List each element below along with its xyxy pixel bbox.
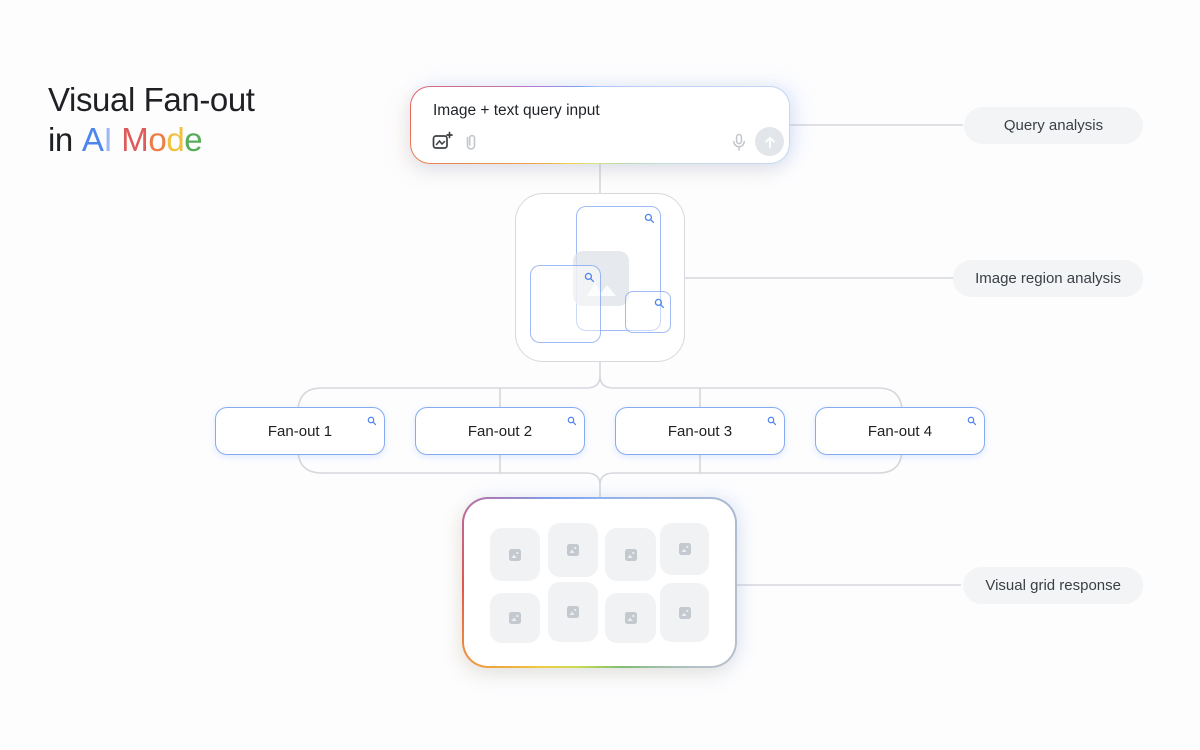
brand-letter: A [81,121,104,158]
annotation-label: Image region analysis [975,270,1121,287]
fanout-node-3: Fan-out 3 [615,407,785,455]
grid-tile [660,583,709,642]
annotation-query-analysis: Query analysis [964,107,1143,144]
fanout-node-1: Fan-out 1 [215,407,385,455]
send-button[interactable] [755,127,784,156]
fanout-node-4: Fan-out 4 [815,407,985,455]
brand-word-ai: AI [81,121,113,158]
mic-icon[interactable] [729,132,749,153]
magnifier-icon [584,270,595,288]
attachment-icon[interactable] [461,131,481,153]
mountains-icon [587,282,616,296]
brand-letter: o [148,121,167,158]
add-image-icon[interactable] [431,131,453,153]
grid-tile [605,528,656,581]
grid-tile [548,523,598,577]
image-placeholder-icon [624,612,637,624]
brand-letter: d [166,121,185,158]
grid-tile [605,593,656,643]
brand-letter: M [121,121,149,158]
image-region-small [625,291,671,333]
query-input-box[interactable]: Image + text query input [410,86,790,164]
title-line2-prefix: in [48,121,73,158]
image-region-left [530,265,601,343]
image-placeholder-icon [509,612,521,624]
grid-tile [660,523,709,575]
image-placeholder-icon [567,606,579,618]
fanout-label: Fan-out 1 [267,422,333,440]
image-placeholder-icon [567,544,579,556]
grid-tile [548,582,598,642]
brand-letter: e [184,121,203,158]
magnifier-icon [644,211,655,229]
magnifier-icon [767,413,777,430]
magnifier-icon [654,296,665,314]
image-placeholder-icon [624,548,637,561]
fanout-label: Fan-out 2 [467,422,533,440]
annotation-visual-grid-response: Visual grid response [963,567,1143,604]
query-input-placeholder: Image + text query input [433,102,600,119]
magnifier-icon [967,413,977,430]
image-thumbnail-placeholder [573,251,629,306]
title-line1: Visual Fan-out [48,81,255,118]
fanout-label: Fan-out 3 [667,422,733,440]
fanout-node-2: Fan-out 2 [415,407,585,455]
grid-tile [490,528,540,581]
image-placeholder-icon [678,606,691,619]
visual-grid-response-node [462,497,737,668]
connector-fork-top [585,362,615,389]
magnifier-icon [367,413,377,430]
image-region-analysis-node [515,193,685,362]
magnifier-icon [567,413,577,430]
annotation-label: Query analysis [1003,117,1104,134]
connector-merge-bottom [585,472,615,497]
annotation-label: Visual grid response [985,577,1121,594]
image-placeholder-icon [509,548,521,561]
image-placeholder-icon [678,543,691,555]
annotation-image-region-analysis: Image region analysis [953,260,1143,297]
brand-word-mode: Mode [121,121,202,158]
fanout-label: Fan-out 4 [867,422,933,440]
brand-letter: I [103,121,113,158]
send-arrow-icon [764,136,775,148]
grid-tile [490,593,540,643]
